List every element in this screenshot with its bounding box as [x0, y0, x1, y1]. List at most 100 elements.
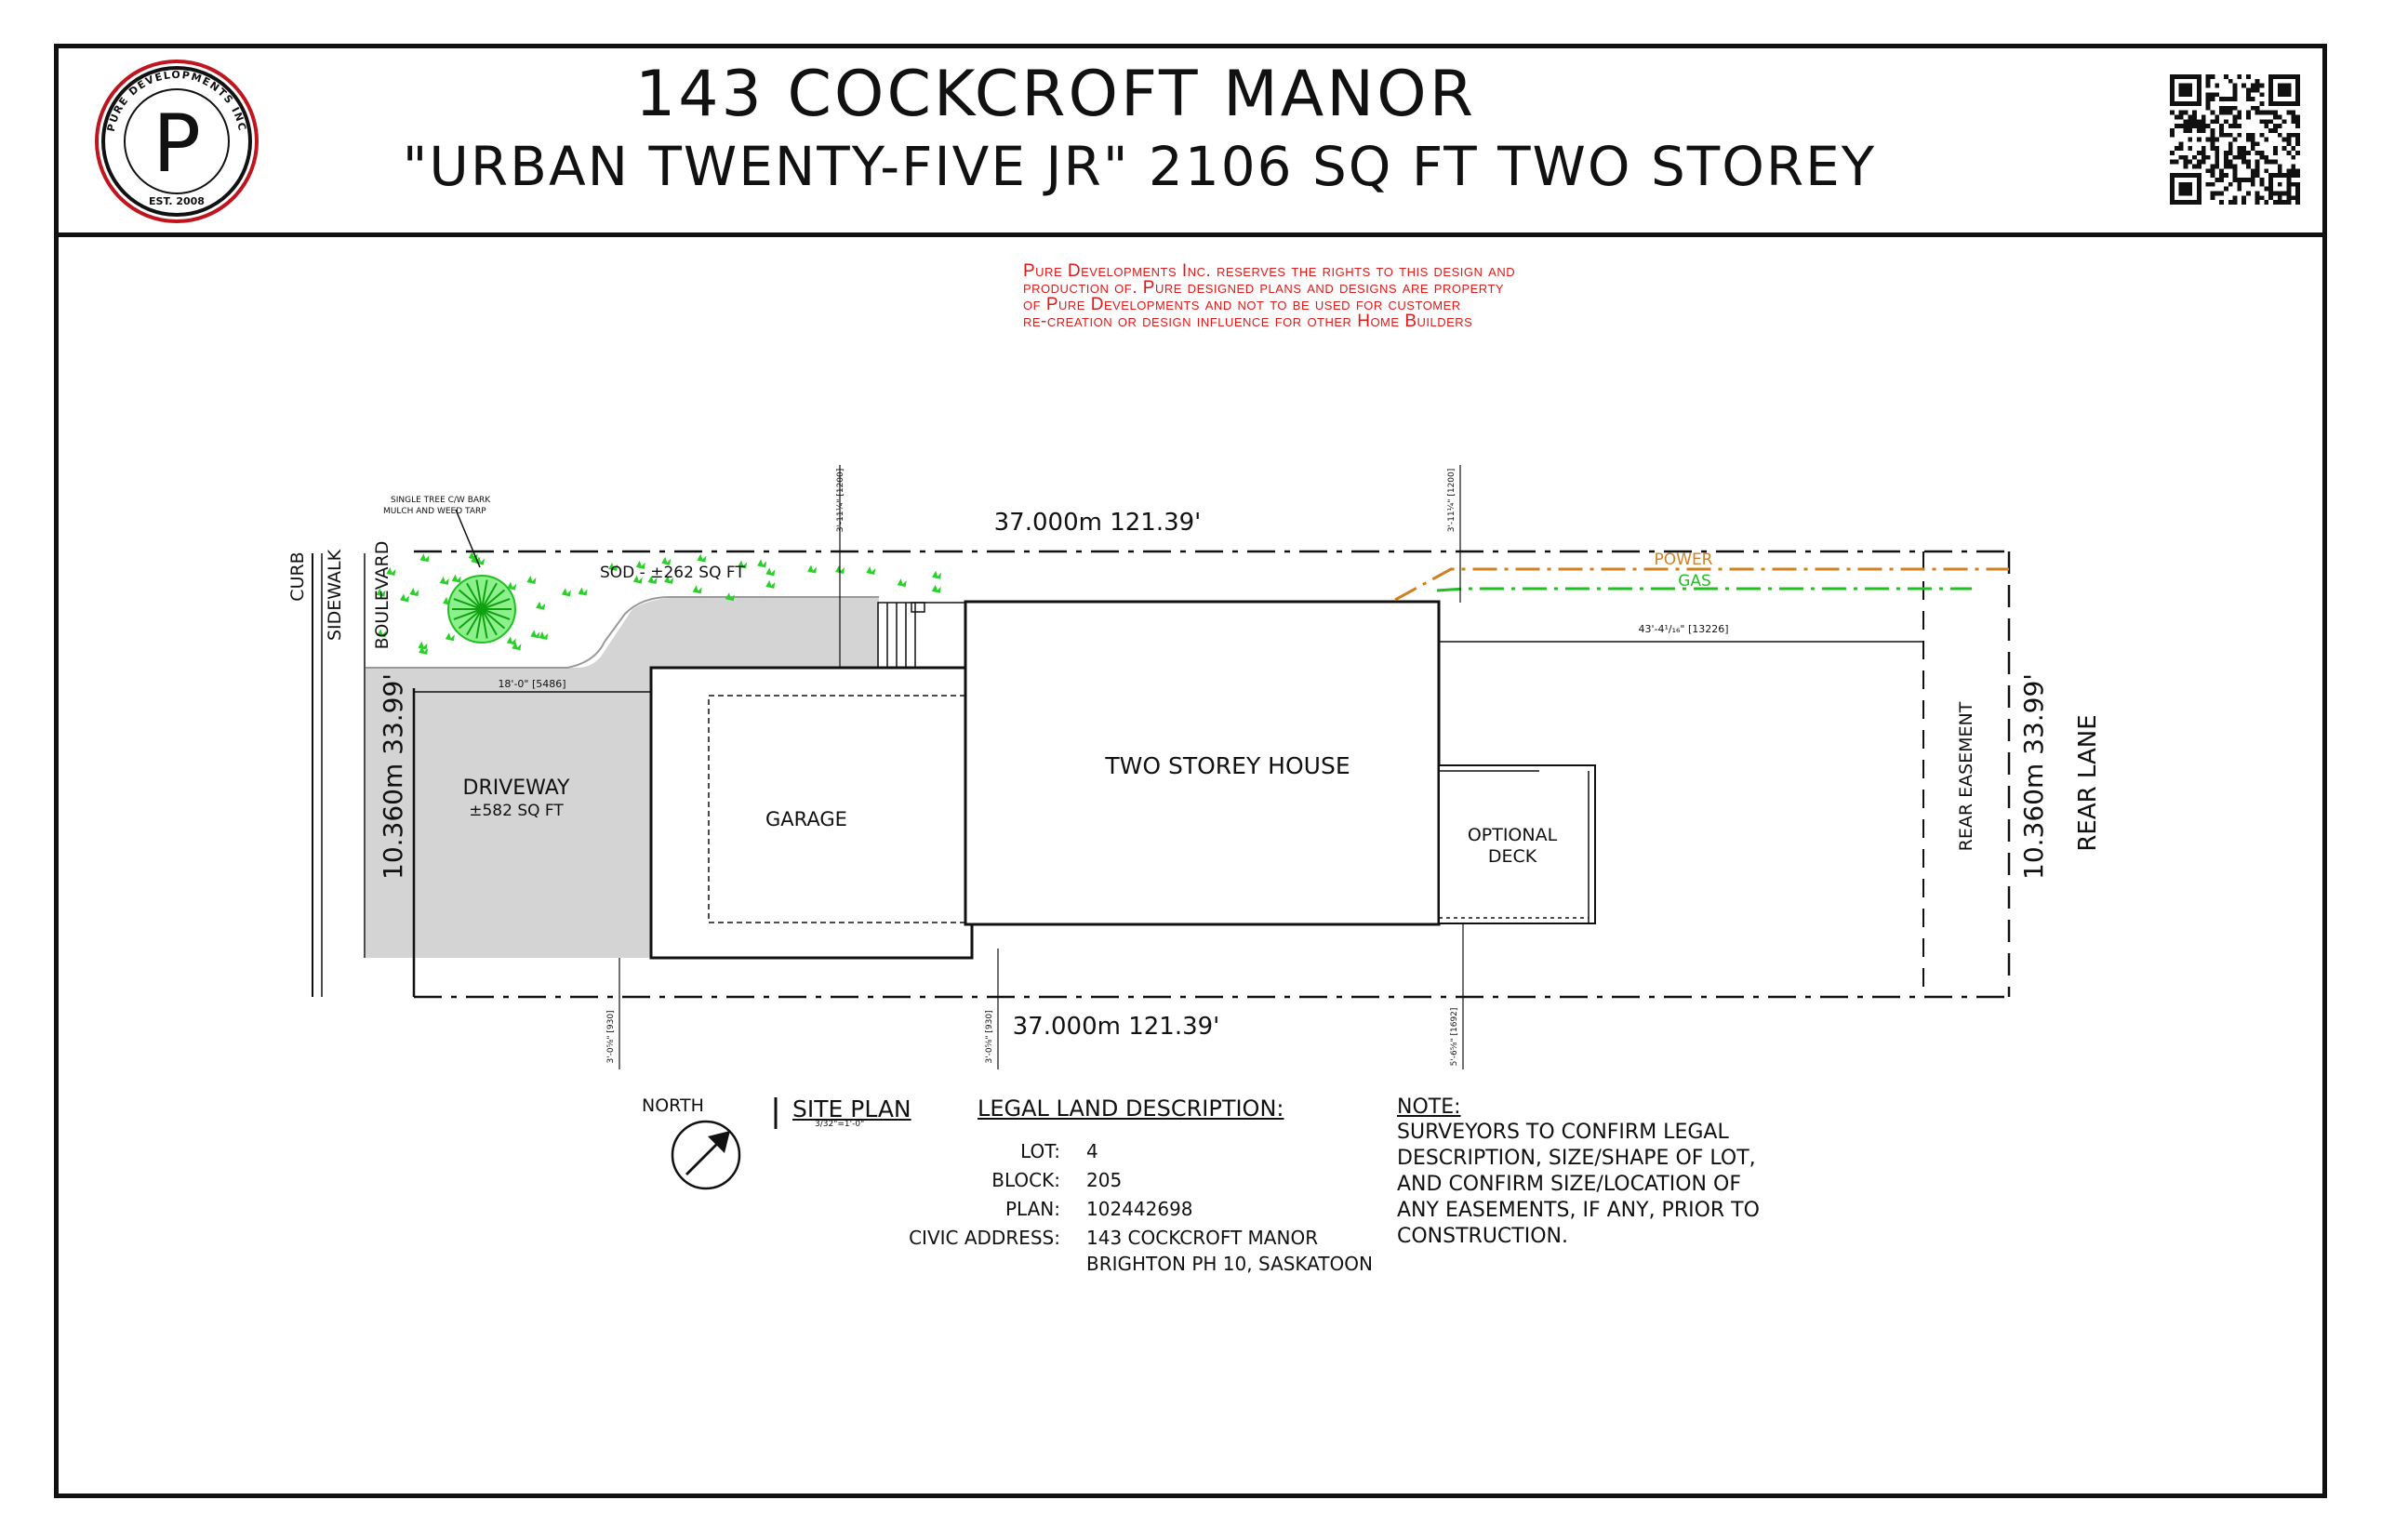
- qr-module: [2201, 127, 2206, 133]
- qr-module: [2215, 137, 2220, 142]
- qr-module: [2246, 74, 2251, 79]
- qr-module: [2170, 132, 2175, 138]
- qr-module: [2232, 200, 2238, 205]
- qr-module: [2228, 159, 2233, 165]
- qr-module: [2246, 159, 2251, 165]
- disclaimer-line: of Pure Developments and not to be used …: [1023, 295, 1461, 314]
- deck-label-line: DECK: [1488, 846, 1537, 867]
- site-plan-scale: 3/32"=1'-0": [815, 1120, 865, 1129]
- qr-module: [2273, 146, 2278, 152]
- qr-module: [2255, 87, 2260, 93]
- qr-module: [2268, 127, 2274, 133]
- qr-module: [2196, 164, 2201, 169]
- qr-module: [2250, 178, 2255, 182]
- qr-module: [2273, 200, 2278, 205]
- qr-module: [2232, 173, 2238, 179]
- tree-note-line: MULCH AND WEED TARP: [383, 507, 486, 516]
- legal-plan-label: PLAN:: [1004, 1198, 1060, 1220]
- sod-mark: [507, 581, 517, 591]
- legal-lot-label: LOT:: [1020, 1140, 1060, 1162]
- qr-module: [2286, 132, 2292, 138]
- qr-module: [2210, 137, 2215, 142]
- sod-mark: [578, 587, 588, 596]
- qr-module: [2188, 146, 2193, 152]
- qr-module: [2232, 164, 2238, 169]
- disclaimer-line: re-creation or design influence for othe…: [1023, 312, 1473, 331]
- qr-module: [2210, 74, 2215, 79]
- curb-label: CURB: [287, 551, 308, 601]
- qr-module: [2295, 191, 2300, 196]
- qr-module: [2228, 124, 2233, 128]
- qr-module: [2264, 168, 2269, 174]
- qr-module: [2255, 200, 2260, 205]
- qr-module: [2250, 146, 2255, 152]
- tree-branch: [481, 598, 511, 610]
- legal-block-label: BLOCK:: [991, 1169, 1060, 1191]
- qr-module: [2210, 92, 2215, 98]
- qr-module: [2205, 105, 2211, 111]
- qr-module: [2295, 151, 2300, 155]
- qr-module: [2232, 119, 2238, 125]
- sod-mark: [419, 553, 430, 563]
- qr-module: [2246, 151, 2251, 155]
- logo-letter: P: [153, 98, 201, 191]
- qr-module: [2183, 119, 2188, 125]
- qr-module: [2277, 132, 2282, 138]
- qr-module: [2250, 83, 2255, 88]
- qr-module: [2250, 132, 2255, 138]
- qr-module: [2246, 97, 2251, 101]
- sod-mark: [932, 570, 942, 579]
- dim-driveway-width: 18'-0" [5486]: [498, 678, 565, 690]
- sod-mark: [439, 576, 449, 585]
- sod-label: SOD - ±262 SQ FT: [600, 564, 745, 582]
- qr-module: [2215, 164, 2220, 169]
- legal-lot-value: 4: [1086, 1140, 1098, 1162]
- qr-module: [2246, 178, 2251, 182]
- qr-module: [2291, 110, 2296, 115]
- qr-module: [2232, 83, 2238, 88]
- qr-module: [2210, 132, 2215, 138]
- qr-module: [2196, 124, 2201, 128]
- qr-module: [2250, 137, 2255, 142]
- pure-developments-logo: PURE DEVELOPMENTS INC EST. 2008 P: [95, 60, 259, 223]
- driveway-label: DRIVEWAY: [463, 777, 571, 800]
- sod-mark: [445, 632, 455, 642]
- qr-module: [2223, 97, 2228, 101]
- sod-mark: [530, 630, 540, 639]
- tree-branch: [475, 608, 483, 639]
- qr-module: [2273, 110, 2278, 115]
- tree-branch: [481, 608, 488, 639]
- qr-module: [2237, 186, 2242, 192]
- dim-right-lot: 10.360m 33.99': [2018, 673, 2049, 880]
- qr-module: [2291, 146, 2296, 152]
- qr-module: [2232, 105, 2238, 111]
- qr-module: [2255, 105, 2260, 111]
- qr-module: [2277, 195, 2282, 201]
- qr-module: [2201, 119, 2206, 125]
- qr-module: [2183, 154, 2188, 160]
- qr-module: [2192, 154, 2197, 160]
- qr-module: [2223, 164, 2228, 169]
- qr-module: [2295, 114, 2300, 120]
- qr-module: [2232, 92, 2238, 98]
- dim-rear-yard: 43'-4¹/₁₆" [13226]: [1638, 623, 1728, 635]
- qr-module: [2192, 114, 2197, 120]
- qr-module: [2268, 119, 2274, 125]
- qr-module: [2255, 110, 2260, 115]
- qr-module: [2205, 154, 2211, 160]
- sod-boundary: [366, 596, 879, 669]
- dim-side-setback-top: 3'-11¼" [1200]: [1447, 469, 1457, 533]
- qr-module: [2255, 78, 2260, 84]
- qr-module: [2277, 124, 2282, 128]
- qr-module: [2205, 137, 2211, 142]
- disclaimer-line: Pure Developments Inc. reserves the righ…: [1023, 261, 1516, 281]
- qr-module: [2219, 132, 2224, 138]
- qr-module: [2215, 119, 2220, 125]
- qr-module: [2219, 97, 2224, 101]
- qr-module: [2170, 159, 2175, 165]
- qr-module: [2295, 124, 2300, 128]
- qr-module: [2210, 168, 2215, 174]
- sod-mark: [897, 578, 907, 588]
- qr-module: [2241, 195, 2247, 201]
